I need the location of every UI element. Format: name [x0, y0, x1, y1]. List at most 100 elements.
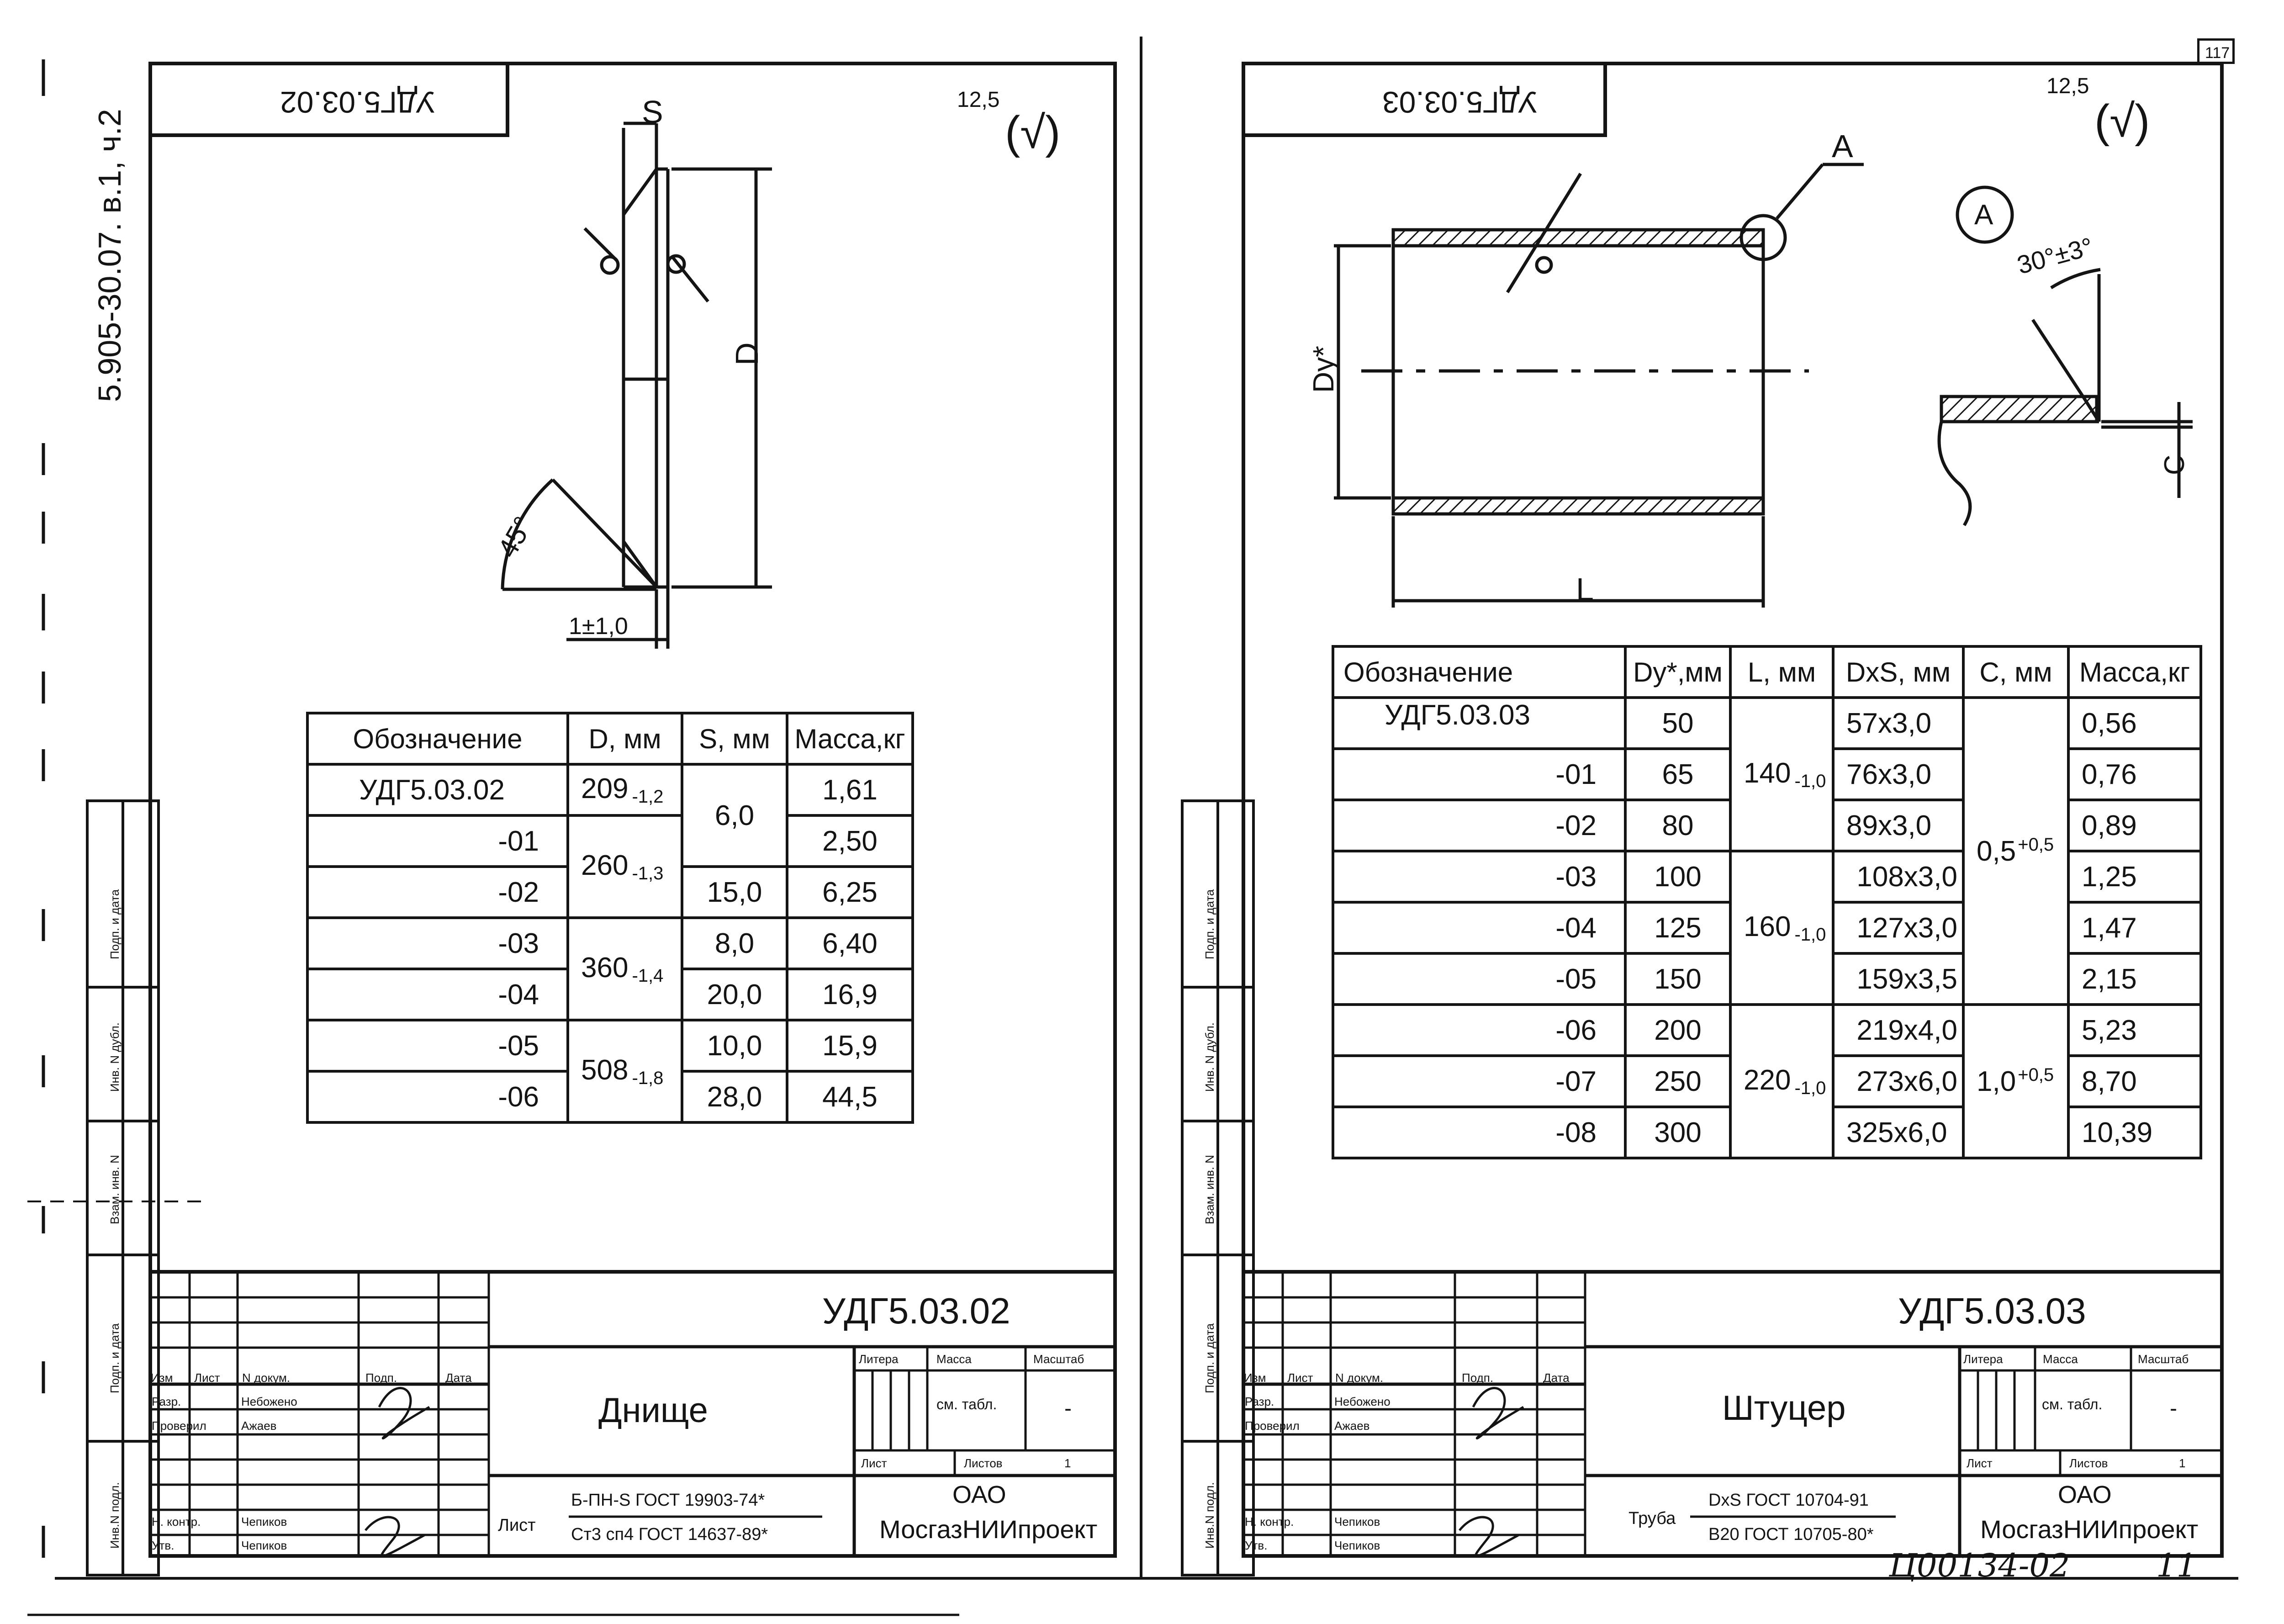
table-row: -02 80 89x3,0 0,89 — [1332, 799, 2202, 852]
cell-designation: -05 — [306, 1019, 569, 1073]
col-header: Масса,кг — [2067, 645, 2202, 699]
right-spec-table: Обозначение Dy*,мм L, мм DxS, мм C, мм М… — [1332, 645, 2202, 1159]
cell-designation: -03 — [1332, 850, 1627, 904]
tb-role: Разр. — [152, 1395, 181, 1408]
tb-col-ndok: N докум. — [1335, 1371, 1384, 1385]
left-title-block — [148, 1270, 1117, 1558]
tb-sheets-value: 1 — [2179, 1456, 2186, 1470]
col-header: DxS, мм — [1832, 645, 1965, 699]
cell-mass: 5,23 — [2067, 1003, 2202, 1057]
right-title-block — [1242, 1270, 2224, 1558]
table-row: -07 250 273x6,0 8,70 — [1332, 1054, 2202, 1108]
cell-dy: 300 — [1624, 1106, 1732, 1159]
cell-mass: 16,9 — [786, 968, 914, 1021]
table-row: -04 125 127x3,0 1,47 — [1332, 901, 2202, 955]
cell-d: 209-1,2 — [566, 763, 683, 817]
right-detail-label: A — [1974, 199, 1993, 231]
cell-l: 160-1,0 — [1729, 850, 1835, 1006]
cell-dxs: 127x3,0 — [1832, 901, 1965, 955]
tb-org: МосгазНИИпроект — [879, 1515, 1098, 1544]
cell-designation: -04 — [306, 968, 569, 1021]
left-roughness-value: 12,5 — [957, 88, 1000, 112]
right-roughness-symbol: (√) — [2094, 95, 2150, 147]
tb-name: Днище — [598, 1391, 708, 1430]
cell-dy: 200 — [1624, 1003, 1732, 1057]
tb-role: Н. контр. — [152, 1515, 201, 1529]
tb-scale-value: - — [2170, 1397, 2177, 1421]
tb-person: Чепиков — [241, 1515, 287, 1529]
cell-s: 8,0 — [681, 916, 788, 970]
table-row: -08 300 325x6,0 10,39 — [1332, 1106, 2202, 1159]
cell-d: 360-1,4 — [566, 916, 683, 1021]
cell-designation: -07 — [1332, 1054, 1627, 1108]
cell-mass: 1,47 — [2067, 901, 2202, 955]
cell-dy: 125 — [1624, 901, 1732, 955]
tb-sheet: Лист — [861, 1456, 887, 1470]
cell-mass: 6,25 — [786, 865, 914, 919]
cell-designation: -06 — [306, 1070, 569, 1124]
left-spec-table: Обозначение D, мм S, мм Масса,кг УДГ5.03… — [306, 712, 914, 1124]
right-roughness-value: 12,5 — [2046, 74, 2089, 98]
left-side-stamp — [86, 799, 160, 1576]
cell-dy: 50 — [1624, 696, 1732, 750]
cell-mass: 2,15 — [2067, 952, 2202, 1006]
left-roughness-symbol: (√) — [1005, 107, 1061, 158]
tb-litera: Литера — [859, 1352, 899, 1366]
table-header-row: Обозначение Dy*,мм L, мм DxS, мм C, мм М… — [1332, 645, 2202, 699]
col-header: Масса,кг — [786, 712, 914, 766]
cell-dxs: 325x6,0 — [1832, 1106, 1965, 1159]
tb-designation: УДГ5.03.03 — [1898, 1291, 2086, 1331]
cell-dxs: 57x3,0 — [1832, 696, 1965, 750]
tb-role: Утв. — [1245, 1539, 1268, 1552]
col-header: Dy*,мм — [1624, 645, 1732, 699]
left-stamp-top: УДГ5.03.02 — [148, 62, 509, 137]
col-header: D, мм — [566, 712, 683, 766]
table-row: УДГ5.03.02 209-1,2 6,0 1,61 — [306, 763, 914, 868]
right-dim-l: L — [1576, 571, 1594, 607]
cell-mass: 10,39 — [2067, 1106, 2202, 1159]
cell-dxs: 273x6,0 — [1832, 1054, 1965, 1108]
cell-dy: 65 — [1624, 747, 1732, 801]
tb-org: МосгазНИИпроект — [1980, 1515, 2199, 1544]
col-header: L, мм — [1729, 645, 1835, 699]
tb-col-list: Лист — [194, 1371, 220, 1385]
cell-dy: 100 — [1624, 850, 1732, 904]
tb-scale: Масштаб — [1033, 1352, 1084, 1366]
tb-person: Небожено — [1334, 1395, 1390, 1408]
cell-designation: -01 — [306, 814, 569, 868]
tb-person: Чепиков — [1334, 1515, 1380, 1529]
cell-designation: -03 — [306, 916, 569, 970]
cell-l: 220-1,0 — [1729, 1003, 1835, 1159]
page-number: 117 — [2205, 44, 2230, 62]
right-callout: A — [1832, 128, 1853, 164]
cell-designation: -04 — [1332, 901, 1627, 955]
tb-sheets-value: 1 — [1064, 1456, 1071, 1470]
cell-mass: 44,5 — [786, 1070, 914, 1124]
table-row: -06 28,0 44,5 — [306, 1070, 914, 1124]
tb-col-izm: Изм — [1244, 1371, 1266, 1385]
tb-person: Небожено — [241, 1395, 297, 1408]
tb-role: Разр. — [1245, 1395, 1274, 1408]
table-row: -05 508-1,8 10,0 15,9 — [306, 1019, 914, 1124]
table-header-row: Обозначение D, мм S, мм Масса,кг — [306, 712, 914, 766]
cell-designation: УДГ5.03.02 — [306, 763, 569, 817]
cell-c: 1,0+0,5 — [1962, 1003, 2070, 1159]
tb-person: Ажаев — [241, 1419, 277, 1433]
col-header: S, мм — [681, 712, 788, 766]
cell-mass: 1,25 — [2067, 850, 2202, 904]
tb-role: Проверил — [152, 1419, 206, 1433]
tb-col-list: Лист — [1287, 1371, 1313, 1385]
tb-sheet: Лист — [1967, 1456, 1993, 1470]
cell-dxs: 89x3,0 — [1832, 799, 1965, 852]
tb-person: Чепиков — [241, 1539, 287, 1552]
tb-col-data: Дата — [1543, 1371, 1570, 1385]
table-row: -03 100 160-1,0 108x3,0 1,25 — [1332, 850, 2202, 1006]
table-row: -06 200 220-1,0 219x4,0 1,0+0,5 5,23 — [1332, 1003, 2202, 1159]
cell-mass: 0,89 — [2067, 799, 2202, 852]
cell-s: 20,0 — [681, 968, 788, 1021]
table-row: -02 15,0 6,25 — [306, 865, 914, 919]
cell-designation: -02 — [306, 865, 569, 919]
tb-material-line: Б-ПН-S ГОСТ 19903-74* — [571, 1491, 765, 1510]
